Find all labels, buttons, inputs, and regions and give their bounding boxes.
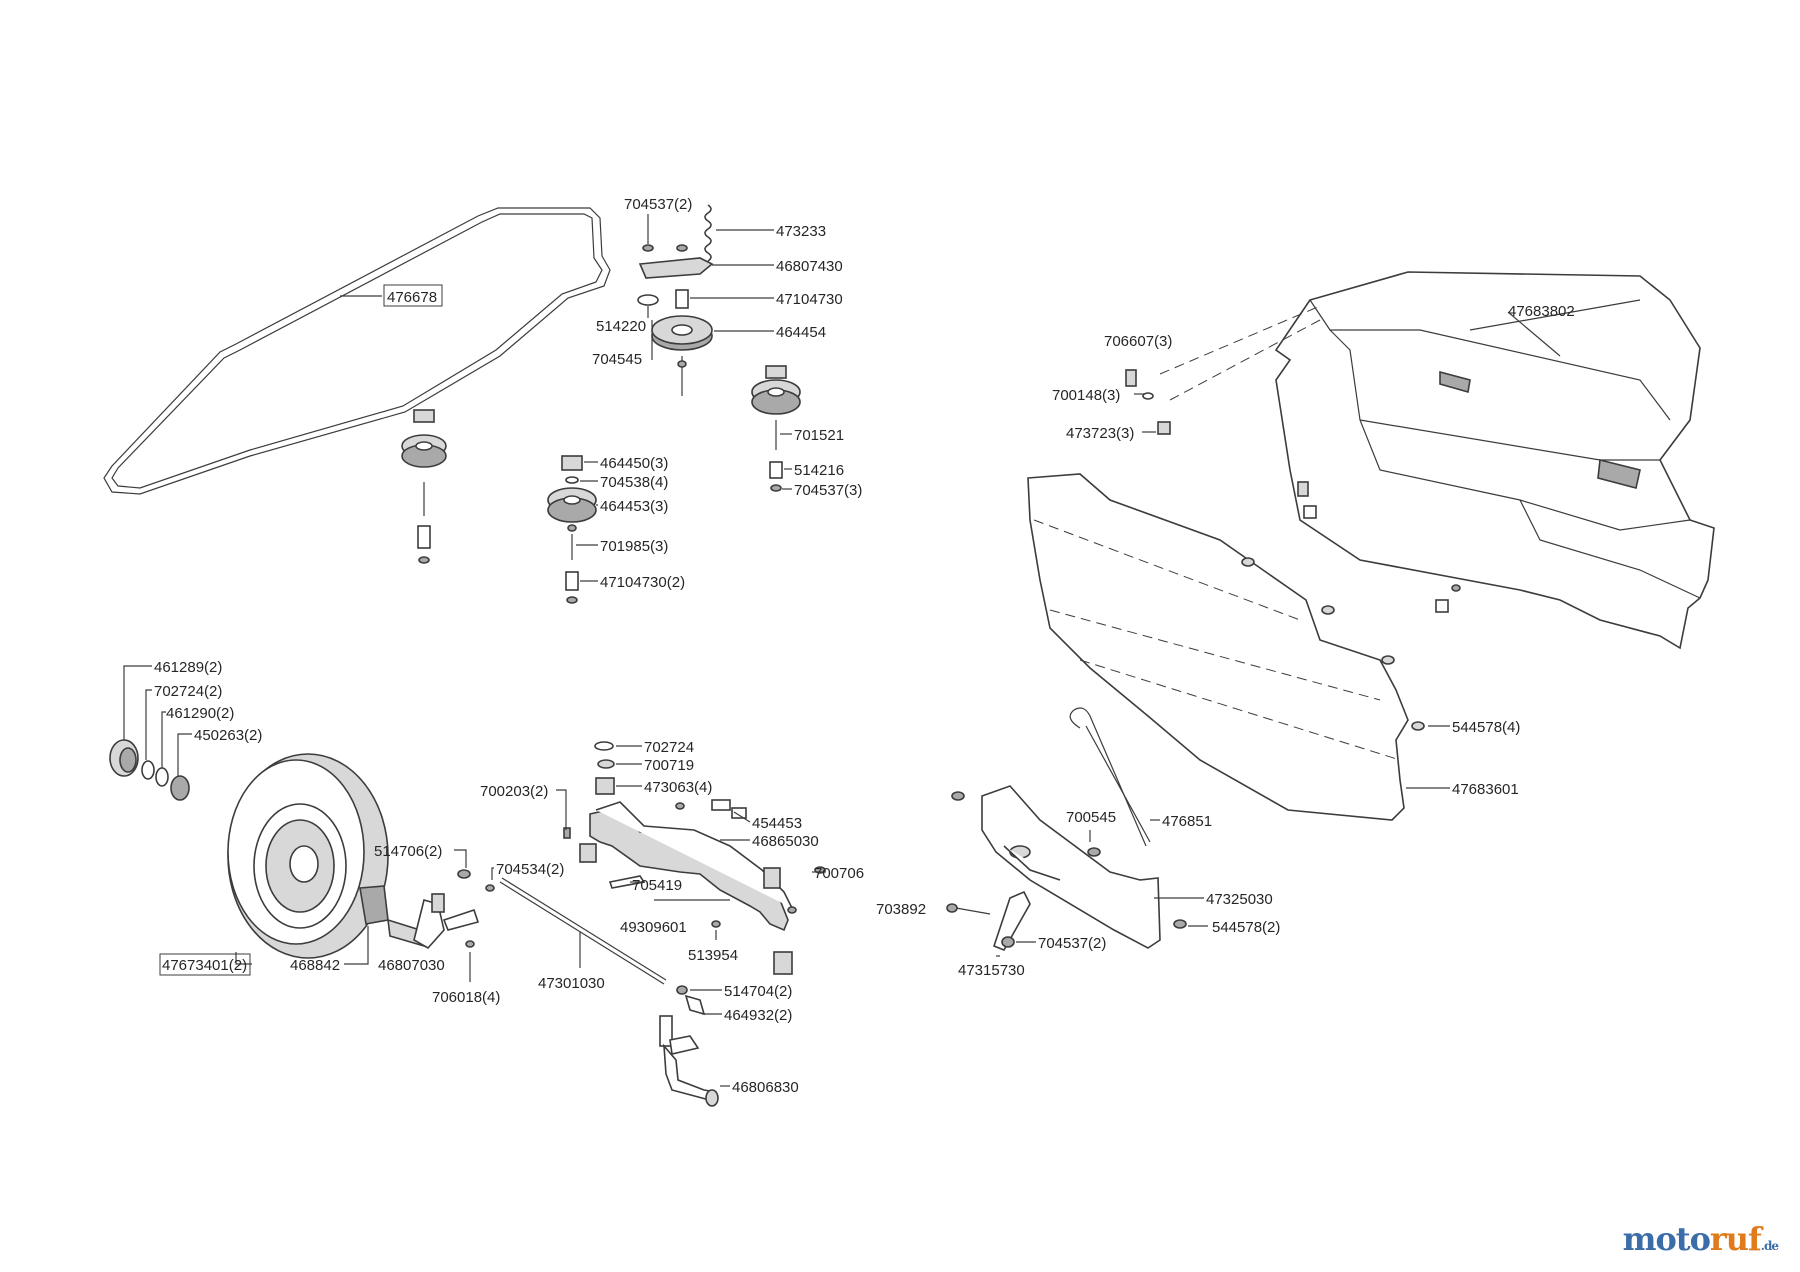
bracket-bolt-label: 703892 xyxy=(876,901,926,918)
guard-spacer-label: 514216 xyxy=(794,462,844,479)
center-pulley-icon xyxy=(547,455,597,604)
right-spindle-callouts: 514704(2) 464932(2) 46806830 xyxy=(690,983,799,1096)
wheel-hub-parts-icon xyxy=(109,739,190,801)
guard-pulley-icon xyxy=(751,365,801,492)
grass-catcher-icon xyxy=(1274,271,1715,650)
tie-rod-bolt-label: 514704(2) xyxy=(724,983,792,1000)
bearing-washer-label: 704538(4) xyxy=(600,474,668,491)
pulley-bolt-label: 701985(3) xyxy=(600,538,668,555)
plate-clip-label: 700545 xyxy=(1066,809,1116,826)
grass-catcher-callout: 47683802 xyxy=(1159,303,1575,401)
deck-screw-label: 544578(4) xyxy=(1452,719,1520,736)
side-plate-icon xyxy=(1027,473,1425,821)
axle-washer-label: 700719 xyxy=(644,757,694,774)
guard-nut-label: 704537(3) xyxy=(794,482,862,499)
cover-clip-label: 700148(3) xyxy=(1052,387,1120,404)
tension-spring-label: 473233 xyxy=(776,223,826,240)
axle-grease-label: 513954 xyxy=(688,947,738,964)
guard-pulley-callouts: 701521 514216 704537(3) xyxy=(780,427,862,499)
tie-rod-icon xyxy=(499,877,667,985)
wheel-bearing-label: 450263(2) xyxy=(194,727,262,744)
spindle-washer-label: 704534(2) xyxy=(496,861,564,878)
front-axle-label: 46865030 xyxy=(752,833,819,850)
wheel-bushing-label: 468842 xyxy=(290,957,340,974)
idler-arm-label: 46807430 xyxy=(776,258,843,275)
pin-label: 700203(2) xyxy=(480,783,548,800)
bearing-set-label: 464450(3) xyxy=(600,455,668,472)
main-pulley-label: 464454 xyxy=(776,324,826,341)
v-pulley-label: 464453(3) xyxy=(600,498,668,515)
idler-arm-assembly-icon xyxy=(637,204,714,396)
spindle-nut-label: 706018(4) xyxy=(432,989,500,1006)
axle-pin-label: 454453 xyxy=(752,815,802,832)
cover-hardware-callouts: 706607(3) 700148(3) 473723(3) xyxy=(1052,333,1172,442)
lift-cable-callouts: 476851 700545 xyxy=(1066,809,1212,842)
bracket-nut-label: 704537(2) xyxy=(1038,935,1106,952)
drive-belt-callout: 476678 xyxy=(340,284,443,307)
drive-belt xyxy=(103,207,611,495)
spindle-right-label: 46806830 xyxy=(732,1079,799,1096)
front-axle-callouts: 702724 700719 473063(4) 700203(2) 454453… xyxy=(480,739,864,964)
motoruf-logo: motoruf.de xyxy=(1622,1220,1779,1258)
cover-hardware-icon xyxy=(1125,369,1461,613)
pulley-spacer-label: 47104730(2) xyxy=(600,574,685,591)
pulley-nut-label: 704537(2) xyxy=(624,196,692,213)
axle-beam-label: 49309601 xyxy=(620,919,687,936)
front-wheel-label: 47673401(2) xyxy=(162,957,247,974)
belt-idler-pulley-icon xyxy=(401,409,447,564)
bracket-label: 47325030 xyxy=(1206,891,1273,908)
cover-screw-label: 706607(3) xyxy=(1104,333,1172,350)
grass-catcher-label: 47683802 xyxy=(1508,303,1575,320)
arm-spacer-label: 47104730 xyxy=(776,291,843,308)
spindle-left-label: 46807030 xyxy=(378,957,445,974)
wheel-hub-callouts: 461289(2) 702724(2) 461290(2) 450263(2) … xyxy=(123,659,369,976)
lift-cable-label: 476851 xyxy=(1162,813,1212,830)
spindle-bolt-label: 514706(2) xyxy=(374,843,442,860)
guard-bolt-label: 701521 xyxy=(794,427,844,444)
side-plate-label: 47683601 xyxy=(1452,781,1519,798)
hub-ring-label: 702724(2) xyxy=(154,683,222,700)
lever-label: 47315730 xyxy=(958,962,1025,979)
front-wheel-icon xyxy=(227,753,389,959)
hub-cap-label: 461289(2) xyxy=(154,659,222,676)
axle-clip-label: 702724 xyxy=(644,739,694,756)
axle-nut-label: 700706 xyxy=(814,865,864,882)
wheel-washer-label: 461290(2) xyxy=(166,705,234,722)
idler-arm-callouts: 704537(2) 473233 46807430 47104730 51422… xyxy=(592,196,843,368)
side-plate-callouts: 544578(4) 47683601 xyxy=(1406,719,1520,798)
right-spindle-icon xyxy=(659,985,719,1107)
lever-callouts: 703892 704537(2) 47315730 xyxy=(876,901,1106,979)
left-spindle-icon xyxy=(387,869,495,950)
lever-icon xyxy=(946,890,1031,952)
bracket-screw-label: 544578(2) xyxy=(1212,919,1280,936)
drive-belt-label: 476678 xyxy=(387,289,437,306)
tie-rod-end-label: 464932(2) xyxy=(724,1007,792,1024)
lift-cable-icon xyxy=(1069,707,1151,847)
bracket-callouts: 47325030 544578(2) xyxy=(1154,891,1280,936)
arm-washer-label: 514220 xyxy=(596,318,646,335)
tie-rod-callouts: 47301030 xyxy=(538,932,605,992)
center-pulley-callouts: 464450(3) 704538(4) 464453(3) 701985(3) … xyxy=(576,455,685,591)
axle-bolt-label: 705419 xyxy=(632,877,682,894)
left-spindle-callouts: 514706(2) 704534(2) 46807030 706018(4) xyxy=(374,843,564,1006)
axle-bushing-label: 473063(4) xyxy=(644,779,712,796)
front-axle-icon xyxy=(563,741,826,975)
bracket-icon xyxy=(951,785,1187,949)
tie-rod-label: 47301030 xyxy=(538,975,605,992)
arm-screw-label: 704545 xyxy=(592,351,642,368)
cover-nut-label: 473723(3) xyxy=(1066,425,1134,442)
